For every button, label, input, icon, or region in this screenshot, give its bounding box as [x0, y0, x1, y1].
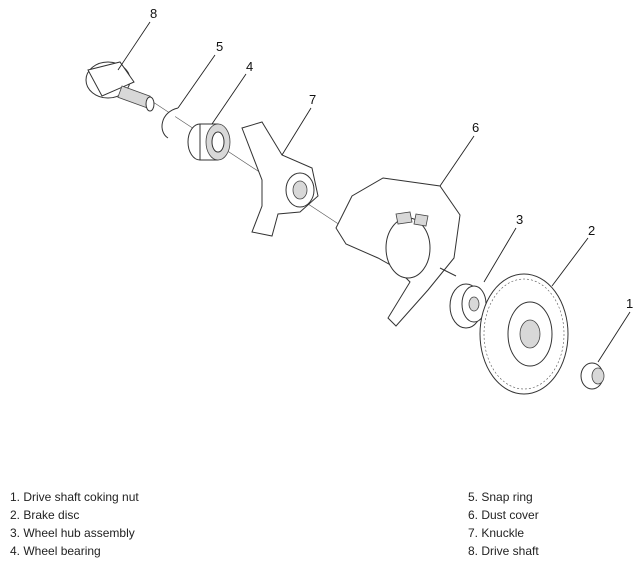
exploded-view-diagram: 8 5 4 7 6 3	[85, 6, 633, 395]
callout-3: 3	[516, 212, 523, 227]
legend-item: 6. Dust cover	[468, 508, 539, 522]
legend-right: 5. Snap ring 6. Dust cover 7. Knuckle 8.…	[468, 488, 539, 560]
legend-item: 8. Drive shaft	[468, 544, 539, 558]
leader-line-4	[211, 73, 247, 125]
wheel-bearing-part	[187, 123, 231, 161]
coking-nut-part	[580, 362, 605, 390]
leader-line-1	[597, 311, 631, 363]
callout-2: 2	[588, 223, 595, 238]
legend-left: 1. Drive shaft coking nut 2. Brake disc …	[10, 488, 139, 560]
knuckle-part	[241, 121, 319, 237]
leader-line-8	[117, 21, 151, 71]
legend-item: 1. Drive shaft coking nut	[10, 490, 139, 504]
drive-shaft-part	[85, 61, 155, 112]
legend-item: 2. Brake disc	[10, 508, 80, 522]
callout-4: 4	[246, 59, 253, 74]
leader-line-2	[551, 237, 589, 287]
legend-item: 7. Knuckle	[468, 526, 525, 540]
callout-5: 5	[216, 39, 223, 54]
callout-1: 1	[626, 296, 633, 311]
wheel-hub-part	[439, 267, 487, 329]
leader-line-3	[483, 227, 517, 283]
leader-line-6	[439, 135, 475, 187]
brake-disc-part	[479, 273, 569, 395]
leader-line-5	[177, 54, 216, 109]
legend-item: 3. Wheel hub assembly	[10, 526, 135, 540]
callout-7: 7	[309, 92, 316, 107]
callout-6: 6	[472, 120, 479, 135]
dust-cover-part	[335, 177, 461, 327]
callout-8: 8	[150, 6, 157, 21]
leader-line-7	[281, 107, 312, 156]
assembly-axis-line	[149, 99, 341, 226]
snap-ring-part	[161, 107, 179, 139]
legend-item: 4. Wheel bearing	[10, 544, 101, 558]
legend-item: 5. Snap ring	[468, 490, 533, 504]
